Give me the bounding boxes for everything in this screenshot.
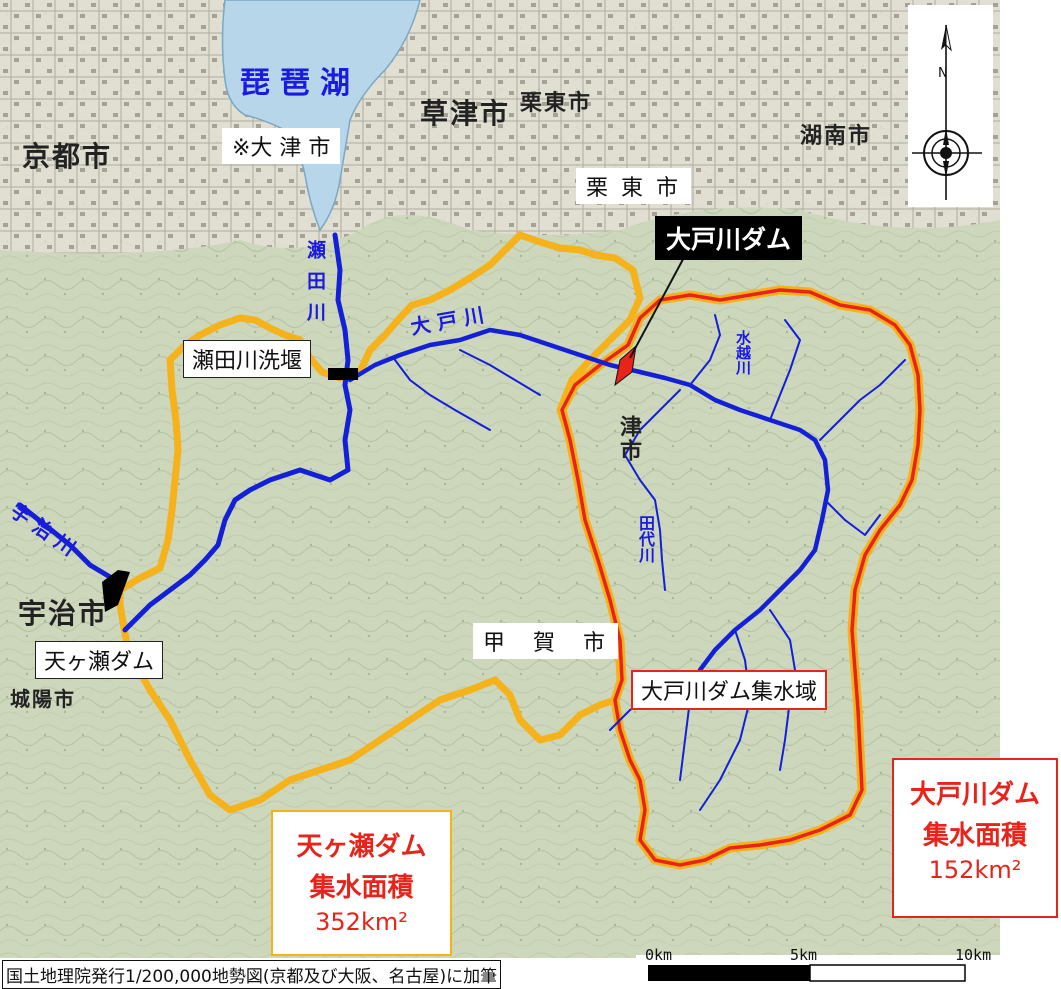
river-label-seta: 瀬田川 [304,240,326,333]
amagase-area-value: 352km² [315,908,408,936]
city-label-otsu-vertical: 津市 [616,415,641,463]
city-label-konan: 湖南市 [800,124,873,149]
daido-basin-label: 大戸川ダム集水域 [631,670,828,710]
north-arrow-icon [908,5,993,207]
daido-dam-leader-line [629,249,689,359]
amagase-catchment-boundary [116,231,644,814]
daido-dam-label: 大戸川ダム [655,216,803,260]
river-label-mizukoshi: 水越川 [734,330,752,375]
daido-area-title: 大戸川ダム [909,780,1040,810]
daido-area-box: 大戸川ダム 集水面積 152km² [892,758,1058,918]
daido-area-value: 152km² [928,856,1022,884]
river-label-tashiro: 田代川 [636,515,655,563]
city-label-uji: 宇治市 [18,597,109,630]
city-label-kusatsu: 草津市 [420,97,511,130]
daido-area-subtitle: 集水面積 [922,821,1027,851]
seta-weir-label: 瀬田川洗堰 [183,340,312,378]
daido-river [347,327,831,673]
scale-bar [636,955,1001,985]
seta-weir-marker [328,368,358,380]
city-label-ritto-top: 栗東市 [520,91,593,116]
lake-biwa [221,0,421,232]
river-network [17,232,906,811]
uji-river [17,502,118,583]
seta-river [122,232,353,633]
lake-label: 琵琶湖 [240,66,360,101]
source-caption: 国土地理院発行1/200,000地勢図(京都及び大阪、名古屋)に加筆 [2,960,502,989]
city-label-ritto: 栗 東 市 [576,168,691,204]
city-label-kyoto: 京都市 [22,140,113,173]
scale-label-zero: 0km [645,946,673,964]
daido-catchment-boundary [560,288,922,867]
amagase-dam-marker [102,570,130,612]
city-label-otsu: ※大 津 市 [222,128,341,164]
scale-label-max: 10km [955,946,992,964]
city-label-koka: 甲 賀 市 [473,623,619,659]
compass-north-label: N [938,66,948,81]
amagase-area-subtitle: 集水面積 [309,873,414,903]
scale-label-mid: 5km [790,946,818,964]
city-label-joyo: 城陽市 [10,687,76,711]
amagase-area-title: 天ヶ瀬ダム [296,832,427,862]
amagase-dam-label: 天ヶ瀬ダム [35,641,164,679]
amagase-area-box: 天ヶ瀬ダム 集水面積 352km² [271,810,452,956]
